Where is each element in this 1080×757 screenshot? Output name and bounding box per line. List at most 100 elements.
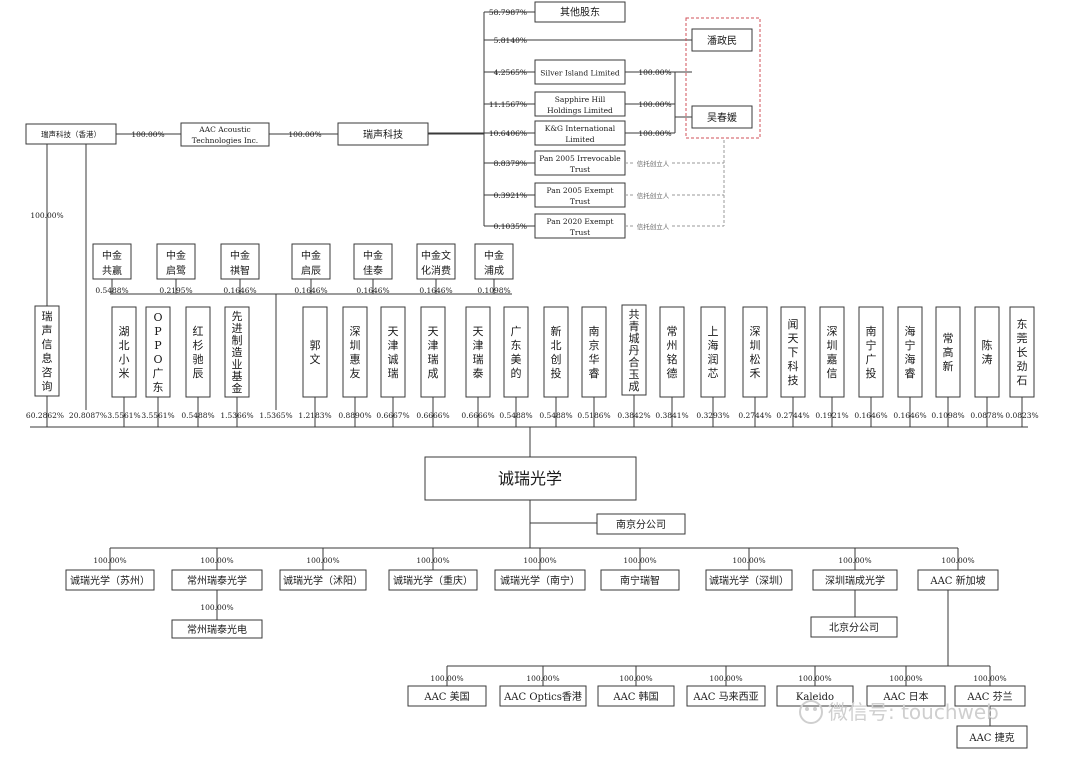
top-shareholder-name: Pan 2020 Exempt — [547, 217, 614, 226]
subsidiary-box[interactable] — [705, 569, 793, 591]
shareholder-name: 基 — [232, 370, 243, 383]
shareholder-name: 东 — [153, 381, 164, 394]
subsidiary-box[interactable] — [65, 569, 155, 591]
shareholder-name: 天 — [388, 325, 399, 338]
shareholder-box[interactable] — [581, 306, 607, 398]
shareholder-name: 询 — [42, 380, 53, 393]
subsidiary-name: 诚瑞光学（苏州） — [70, 574, 150, 587]
fund-name: 中金 — [484, 249, 504, 262]
shareholder-box[interactable] — [302, 306, 328, 398]
top-shareholder-box[interactable] — [534, 59, 626, 85]
shareholder-box[interactable] — [543, 306, 569, 398]
shareholder-box[interactable] — [503, 306, 529, 398]
shareholder-name: 海 — [905, 324, 916, 338]
shareholder-name: 南 — [866, 325, 877, 338]
shareholder-box[interactable] — [465, 306, 491, 398]
shareholder-box[interactable] — [858, 306, 884, 398]
shareholder-name: 友 — [350, 366, 361, 380]
main-entity-name: 诚瑞光学 — [498, 469, 562, 488]
subsidiary-box[interactable] — [388, 569, 478, 591]
shareholder-name: 睿 — [905, 366, 916, 380]
shareholder-box[interactable] — [935, 306, 961, 398]
shareholder-name: 津 — [388, 339, 399, 352]
shareholder-pct: 0.0878% — [970, 411, 1003, 420]
subsidiary-box[interactable] — [494, 569, 586, 591]
shareholder-box[interactable] — [700, 306, 726, 398]
overseas-box[interactable] — [776, 685, 854, 707]
fund-pct: 0.5488% — [95, 286, 128, 295]
shareholder-name: 瑞 — [388, 366, 399, 380]
shareholder-box[interactable] — [621, 304, 647, 396]
fund-pct: 0.1646% — [356, 286, 389, 295]
fund-pct: 0.1646% — [294, 286, 327, 295]
shareholder-box[interactable] — [185, 306, 211, 398]
shareholder-box[interactable] — [342, 306, 368, 398]
overseas-box[interactable] — [407, 685, 487, 707]
shareholder-box[interactable] — [897, 306, 923, 398]
top-shareholder-box[interactable] — [534, 91, 626, 117]
overseas-box[interactable] — [686, 685, 766, 707]
shareholder-box[interactable] — [380, 306, 406, 398]
cicc-fund-box[interactable] — [474, 243, 514, 280]
shareholder-pct: 0.2744% — [776, 411, 809, 420]
shareholder-box[interactable] — [224, 306, 250, 398]
shareholder-box[interactable] — [111, 306, 137, 398]
top-shareholder-pct: 58.7987% — [489, 8, 527, 17]
subsidiary-pct: 100.00% — [523, 556, 556, 565]
shareholder-box[interactable] — [819, 306, 845, 398]
shareholder-box[interactable] — [974, 306, 1000, 398]
overseas-box[interactable] — [597, 685, 675, 707]
shareholder-name: 圳 — [750, 339, 761, 352]
subsidiary-name: 常州瑞泰光电 — [187, 623, 247, 636]
shareholder-pct: 0.8890% — [338, 411, 371, 420]
main-entity-box[interactable] — [424, 456, 637, 501]
shareholder-name: 泰 — [473, 366, 484, 380]
shareholder-name: 瑞 — [42, 309, 53, 323]
fund-name: 浦成 — [484, 264, 504, 277]
czech-box[interactable] — [956, 725, 1028, 749]
overseas-pct: 100.00% — [889, 674, 922, 683]
top-shareholder-pct: 8.8379% — [494, 159, 527, 168]
shareholder-box[interactable] — [742, 306, 768, 398]
sub2-box[interactable] — [171, 619, 263, 639]
overseas-box[interactable] — [499, 685, 587, 707]
shareholder-box[interactable] — [659, 306, 685, 398]
fund-name: 启辰 — [301, 264, 321, 277]
cicc-fund-box[interactable] — [156, 243, 196, 280]
shareholder-name: 天 — [473, 325, 484, 338]
shareholder-name: 德 — [667, 366, 678, 380]
person-wu-box[interactable] — [691, 105, 753, 129]
person-pan-box[interactable] — [691, 28, 753, 52]
top-shareholder-box[interactable] — [534, 1, 626, 23]
shareholder-name: 莞 — [1017, 332, 1028, 345]
fund-name: 中金 — [230, 249, 250, 262]
shareholder-pct: 3.5561% — [107, 411, 140, 420]
overseas-box[interactable] — [866, 685, 946, 707]
shareholder-pct: 1.2183% — [298, 411, 331, 420]
shareholder-name: 天 — [788, 332, 799, 345]
cicc-fund-box[interactable] — [92, 243, 132, 280]
shareholder-box[interactable] — [1009, 306, 1035, 398]
subsidiary-box[interactable] — [917, 569, 999, 591]
top-shareholder-box[interactable] — [534, 182, 626, 208]
shareholder-pct: 60.2862% — [26, 411, 64, 420]
cicc-fund-box[interactable] — [416, 243, 456, 280]
cicc-fund-box[interactable] — [220, 243, 260, 280]
shareholder-name: 天 — [428, 325, 439, 338]
shareholder-box[interactable] — [145, 306, 171, 398]
subsidiary-box[interactable] — [600, 569, 680, 591]
shareholder-name: 润 — [708, 352, 719, 366]
cicc-fund-box[interactable] — [353, 243, 393, 280]
shareholder-box[interactable] — [780, 306, 806, 398]
top-shareholder-box[interactable] — [534, 120, 626, 146]
fund-name: 中金 — [301, 249, 321, 262]
beijing-branch-box[interactable] — [810, 616, 898, 638]
nanjing-branch-box[interactable] — [596, 513, 686, 535]
subsidiary-box[interactable] — [279, 569, 367, 591]
shareholder-box[interactable] — [420, 306, 446, 398]
fund-name: 中金文 — [421, 249, 451, 262]
top-shareholder-box[interactable] — [534, 213, 626, 239]
shareholder-pct: 0.6666% — [461, 411, 494, 420]
shareholder-name: 投 — [551, 366, 562, 380]
overseas-pct: 100.00% — [526, 674, 559, 683]
